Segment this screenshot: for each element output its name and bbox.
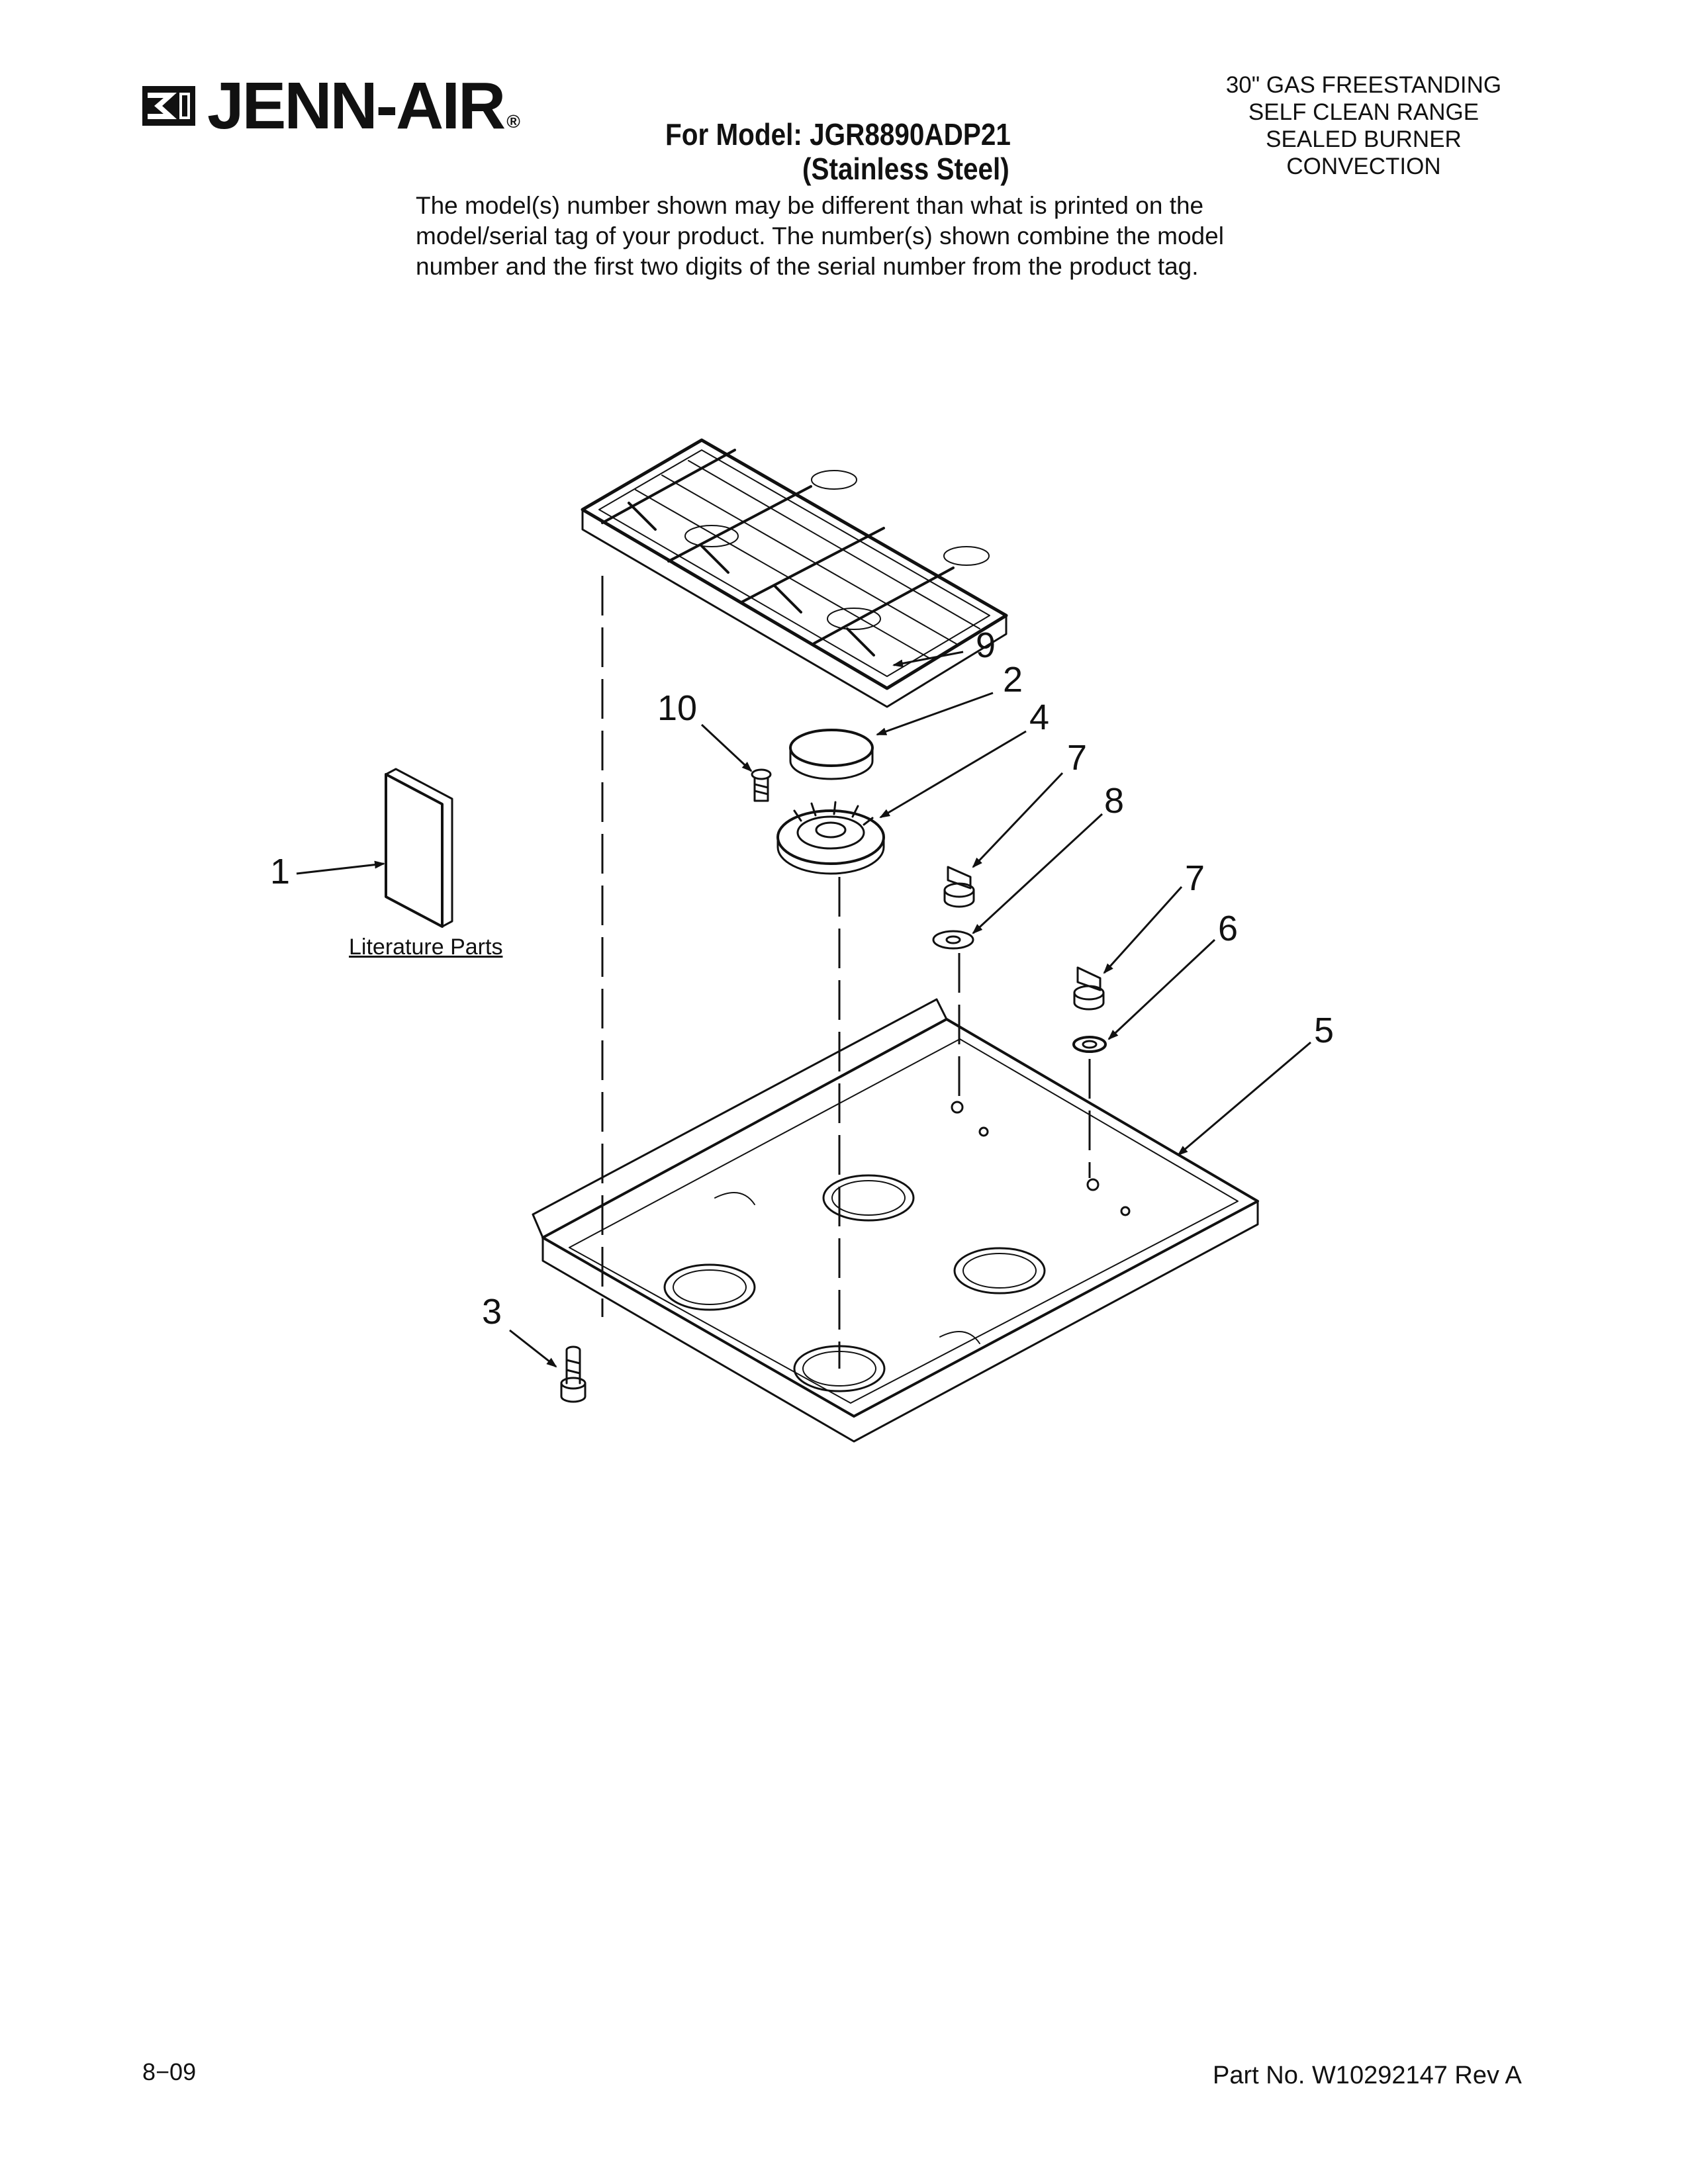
leader-9 xyxy=(892,651,964,668)
knob-bezel-lower xyxy=(1072,1036,1107,1053)
callout-8: 8 xyxy=(1104,781,1125,821)
burner-grate xyxy=(581,438,1008,708)
leader-7a xyxy=(972,772,1064,868)
disclaimer-line: The model(s) number shown may be differe… xyxy=(416,192,1204,219)
product-type: 30" GAS FREESTANDING SELF CLEAN RANGE SE… xyxy=(1178,71,1549,180)
product-type-line: SEALED BURNER xyxy=(1266,126,1462,152)
callout-5: 5 xyxy=(1314,1011,1335,1050)
jenn-air-emblem-icon xyxy=(142,86,195,126)
disclaimer-line: model/serial tag of your product. The nu… xyxy=(416,222,1224,250)
product-type-line: CONVECTION xyxy=(1286,154,1441,179)
callout-9: 9 xyxy=(976,625,996,665)
leader-10 xyxy=(700,723,753,772)
leader-4 xyxy=(879,730,1027,819)
callout-1: 1 xyxy=(270,852,291,891)
model-number: For Model: JGR8890ADP21 xyxy=(665,117,1011,152)
control-knob-lower xyxy=(1073,966,1105,1011)
disclaimer-line: number and the first two digits of the s… xyxy=(416,253,1199,280)
literature-book xyxy=(385,768,453,928)
product-type-line: 30" GAS FREESTANDING xyxy=(1225,72,1502,98)
cooktop-panel xyxy=(532,998,1259,1443)
screw xyxy=(751,768,772,802)
callout-3: 3 xyxy=(482,1292,502,1332)
leader-5 xyxy=(1177,1041,1311,1156)
revision-date: 8−09 xyxy=(142,2058,197,2085)
callout-2: 2 xyxy=(1003,660,1023,700)
brand-logo: JENN-AIR ® xyxy=(142,66,520,146)
product-type-line: SELF CLEAN RANGE xyxy=(1248,99,1479,125)
callout-4: 4 xyxy=(1029,698,1050,737)
leader-2 xyxy=(876,692,994,736)
callout-10: 10 xyxy=(657,688,698,728)
callout-7-lower: 7 xyxy=(1185,858,1205,898)
knob-bezel-upper xyxy=(932,930,974,950)
model-finish: (Stainless Steel) xyxy=(802,152,1009,186)
control-knob-upper xyxy=(943,866,975,908)
burner-cap xyxy=(789,729,874,780)
brand-name: JENN-AIR xyxy=(207,69,506,143)
leader-8 xyxy=(972,813,1103,934)
part-number: Part No. W10292147 Rev A xyxy=(1213,2062,1522,2089)
registered-mark: ® xyxy=(506,111,520,132)
literature-parts-label: Literature Parts xyxy=(349,934,503,960)
callout-6: 6 xyxy=(1218,909,1239,948)
leader-6 xyxy=(1107,938,1216,1040)
leader-7b xyxy=(1103,886,1183,974)
callout-7-upper: 7 xyxy=(1067,738,1088,778)
model-disclaimer: The model(s) number shown may be differe… xyxy=(416,191,1342,282)
burner-base xyxy=(776,801,885,875)
leader-1 xyxy=(296,860,385,875)
leader-3 xyxy=(509,1329,557,1368)
leveling-leg xyxy=(560,1345,586,1403)
